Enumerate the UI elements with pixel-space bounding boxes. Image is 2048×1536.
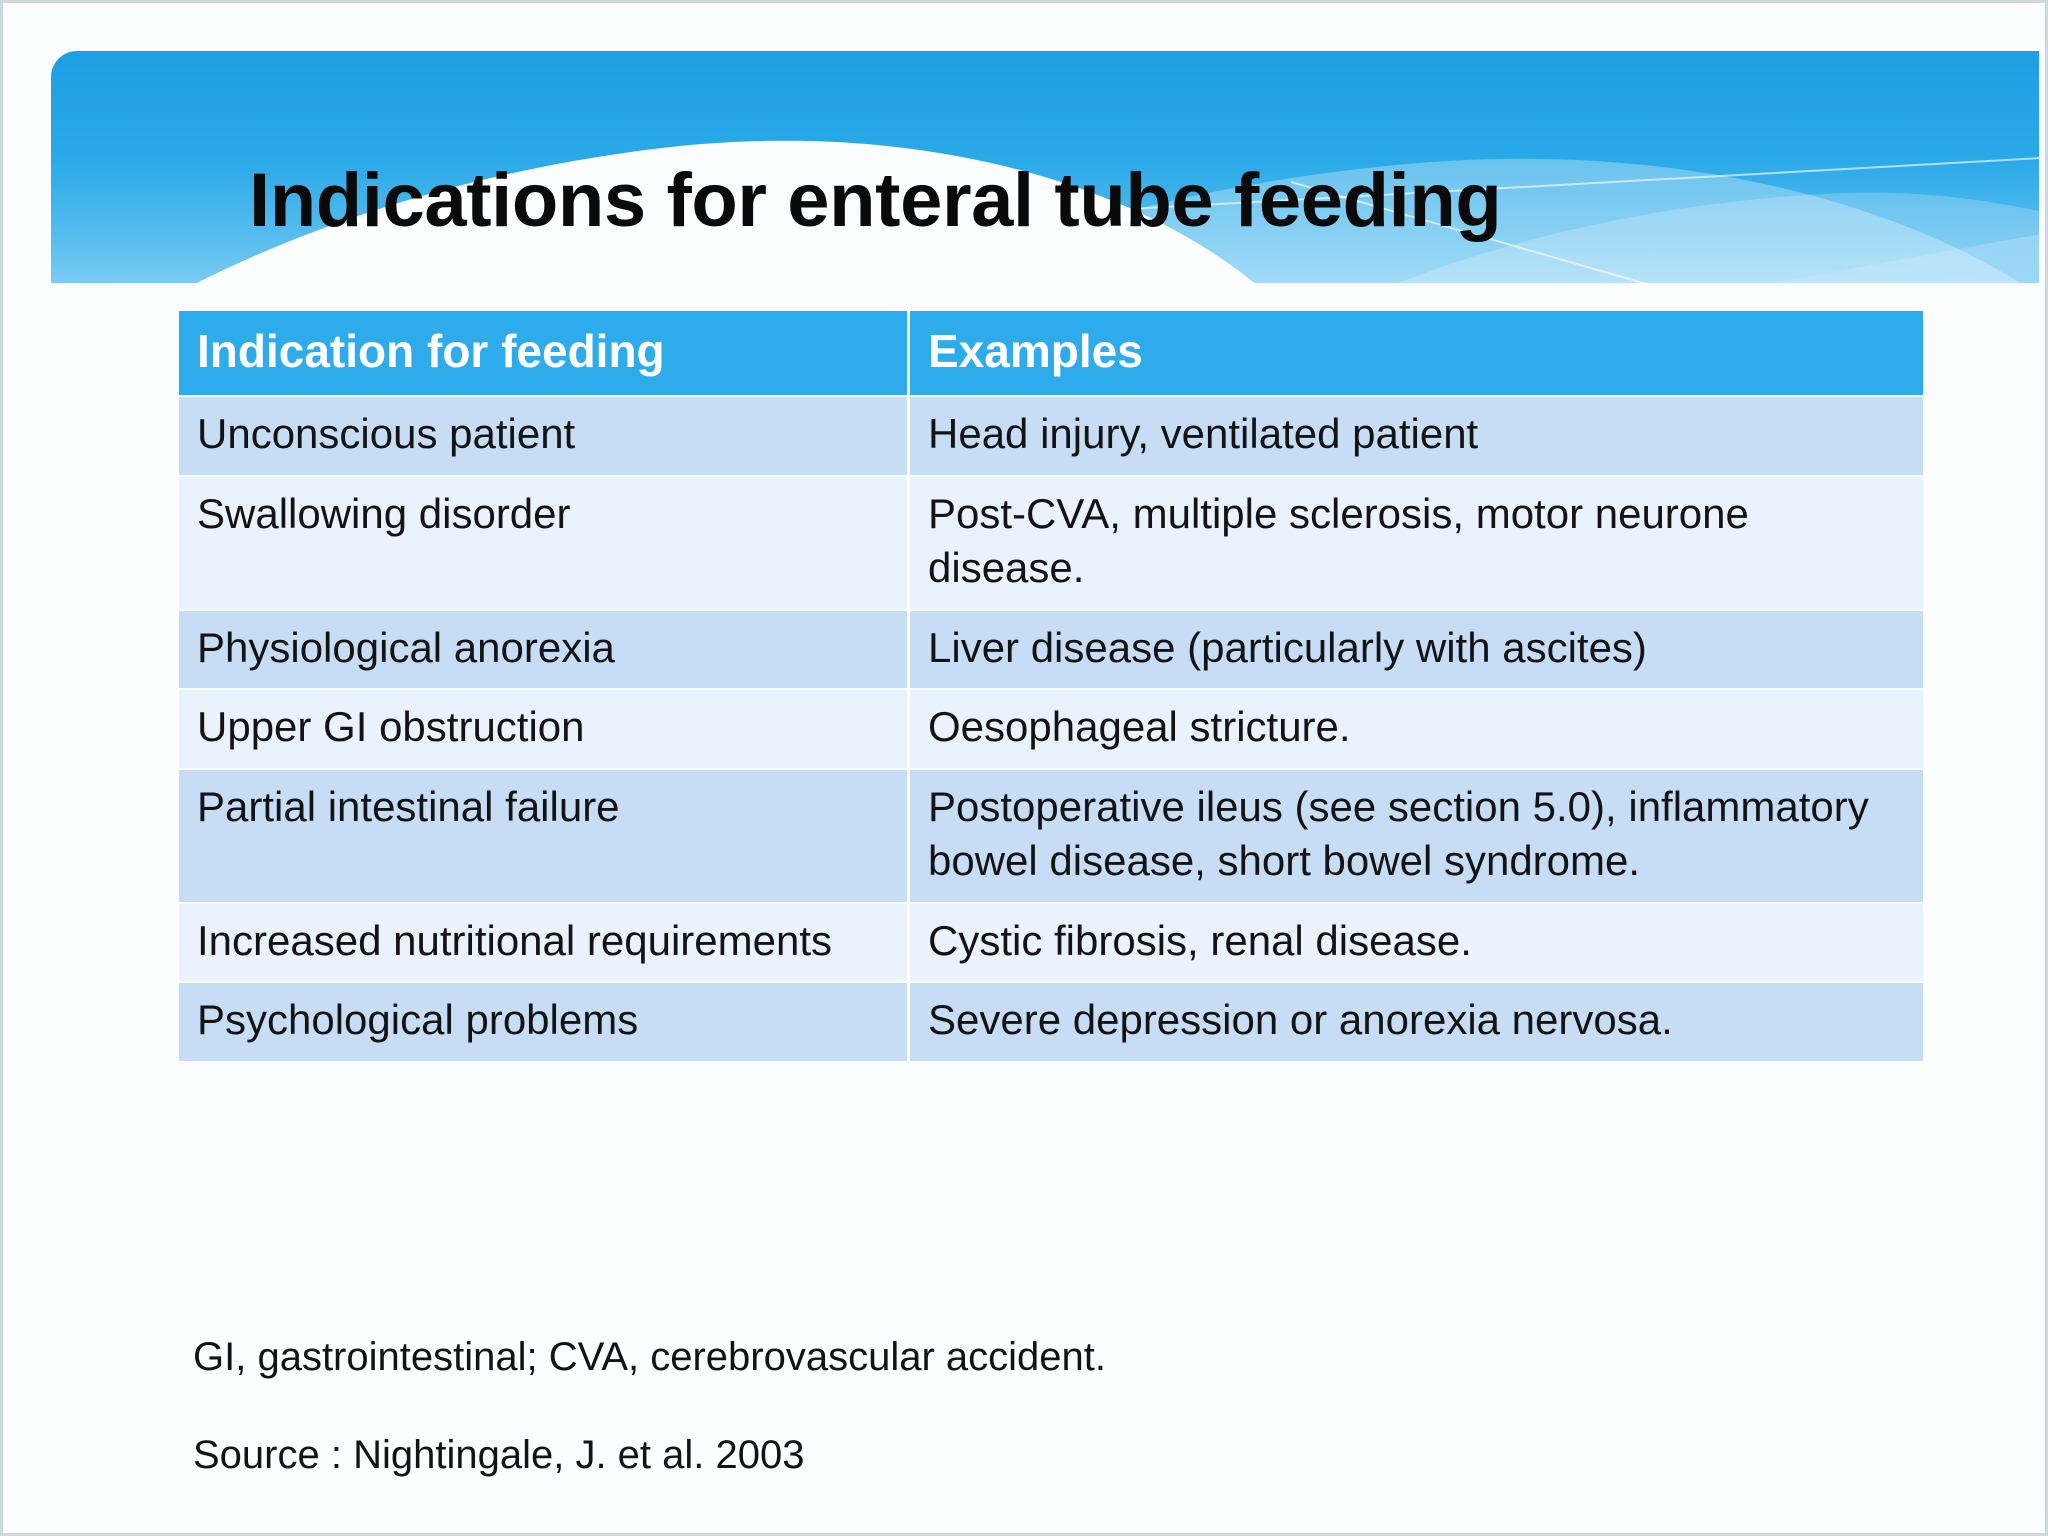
indications-table: Indication for feeding Examples Unconsci… xyxy=(179,309,1923,1063)
cell-examples: Cystic fibrosis, renal disease. xyxy=(907,903,1923,982)
column-header-examples: Examples xyxy=(907,311,1923,396)
table-row: Upper GI obstruction Oesophageal strictu… xyxy=(179,690,1923,769)
cell-indication: Upper GI obstruction xyxy=(179,690,907,769)
cell-examples: Severe depression or anorexia nervosa. xyxy=(907,983,1923,1062)
cell-examples: Liver disease (particularly with ascites… xyxy=(907,610,1923,689)
table-row: Partial intestinal failure Postoperative… xyxy=(179,770,1923,902)
cell-examples: Oesophageal stricture. xyxy=(907,690,1923,769)
cell-indication: Unconscious patient xyxy=(179,397,907,476)
indications-table-container: Indication for feeding Examples Unconsci… xyxy=(179,309,1923,1063)
header-banner xyxy=(51,51,2039,283)
table-row: Psychological problems Severe depression… xyxy=(179,983,1923,1062)
footnote-source: Source : Nightingale, J. et al. 2003 xyxy=(193,1433,805,1477)
table-body: Unconscious patient Head injury, ventila… xyxy=(179,397,1923,1062)
cell-examples: Postoperative ileus (see section 5.0), i… xyxy=(907,770,1923,902)
table-head: Indication for feeding Examples xyxy=(179,311,1923,396)
cell-examples: Post-CVA, multiple sclerosis, motor neur… xyxy=(907,477,1923,609)
cell-indication: Partial intestinal failure xyxy=(179,770,907,902)
cell-examples: Head injury, ventilated patient xyxy=(907,397,1923,476)
table-header-row: Indication for feeding Examples xyxy=(179,311,1923,396)
page-title: Indications for enteral tube feeding xyxy=(249,158,1502,243)
table-row: Swallowing disorder Post-CVA, multiple s… xyxy=(179,477,1923,609)
footnote-abbreviations: GI, gastrointestinal; CVA, cerebrovascul… xyxy=(193,1335,1107,1379)
cell-indication: Psychological problems xyxy=(179,983,907,1062)
cell-indication: Physiological anorexia xyxy=(179,610,907,689)
table-row: Increased nutritional requirements Cysti… xyxy=(179,903,1923,982)
cell-indication: Increased nutritional requirements xyxy=(179,903,907,982)
cell-indication: Swallowing disorder xyxy=(179,477,907,609)
table-row: Unconscious patient Head injury, ventila… xyxy=(179,397,1923,476)
column-header-indication: Indication for feeding xyxy=(179,311,907,396)
table-row: Physiological anorexia Liver disease (pa… xyxy=(179,610,1923,689)
